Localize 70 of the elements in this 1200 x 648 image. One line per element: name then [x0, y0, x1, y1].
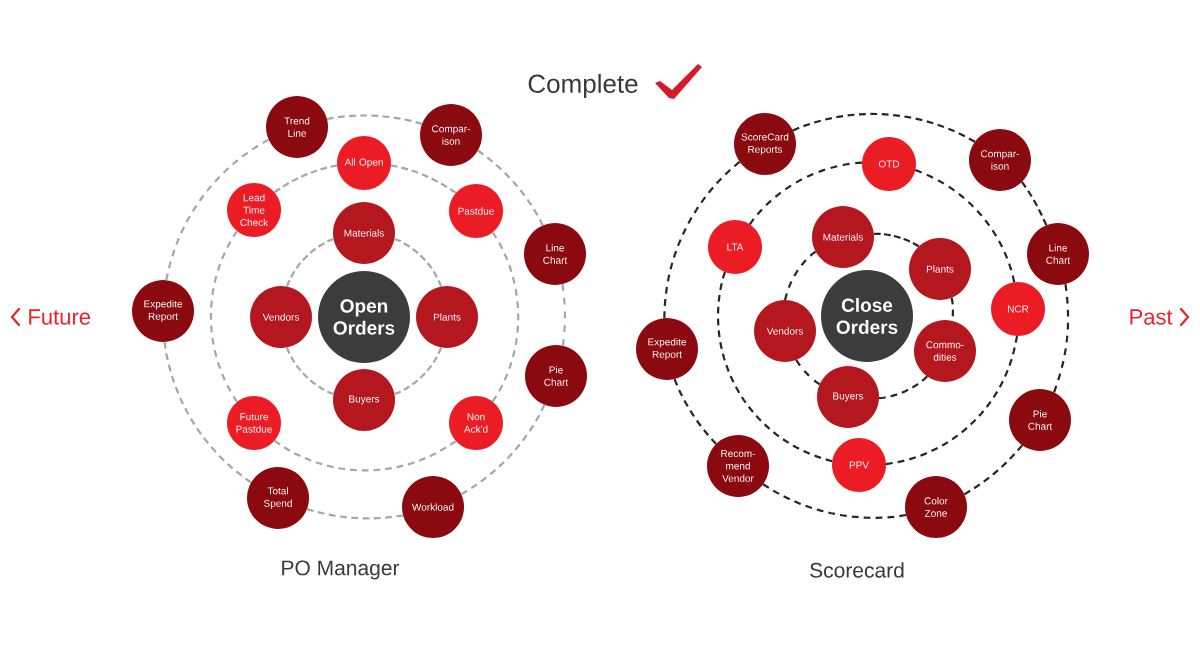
circle-node: Line Chart: [1027, 223, 1089, 285]
circle-node: PPV: [832, 438, 886, 492]
circle-node: Non Ack'd: [449, 396, 503, 450]
title: Complete: [528, 73, 638, 99]
circle-node: LTA: [708, 220, 762, 274]
circle-node: Trend Line: [266, 96, 328, 158]
dashed-arc: [561, 283, 567, 346]
circle-node: Line Chart: [524, 223, 586, 285]
circle-node: Compar- ison: [420, 104, 482, 166]
circle-node: Pastdue: [449, 184, 503, 238]
circle-node: NCR: [991, 282, 1045, 336]
dashed-arc: [1021, 181, 1048, 226]
dashed-arc: [716, 271, 833, 463]
dashed-arc: [273, 164, 338, 194]
dashed-arc: [163, 341, 252, 484]
circle-node: Color Zone: [905, 476, 967, 538]
dashed-arc: [873, 232, 920, 248]
dashed-arc: [477, 149, 544, 226]
dashed-arc: [273, 439, 457, 472]
circle-node: Compar- ison: [969, 129, 1031, 191]
dashed-arc: [795, 359, 821, 386]
dashed-arc: [460, 404, 546, 496]
dashed-arc: [209, 230, 238, 403]
circle-node: Pie Chart: [1009, 389, 1071, 451]
circle-node: ScoreCard Reports: [734, 113, 796, 175]
circle-node: Pie Chart: [525, 345, 587, 407]
dashed-arc: [285, 347, 334, 396]
circle-node: Expedite Report: [636, 318, 698, 380]
dashed-arc: [285, 237, 334, 287]
dashed-arc: [491, 231, 520, 403]
circle-node: Commo- dities: [914, 320, 976, 382]
dashed-arc: [306, 508, 404, 520]
circle-node: Open Orders: [318, 271, 410, 363]
dashed-arc: [390, 164, 457, 194]
circle-node: Plants: [416, 286, 478, 348]
circle-node: Materials: [812, 206, 874, 268]
circle-node: Buyers: [817, 366, 879, 428]
circle-node: Workload: [402, 476, 464, 538]
dashed-arc: [165, 138, 270, 281]
dashed-arc: [878, 375, 928, 400]
circle-node: Vendors: [250, 286, 312, 348]
circle-node: Lead Time Check: [227, 183, 281, 237]
dashed-arc: [762, 483, 907, 519]
circle-node: Expedite Report: [132, 280, 194, 342]
dashed-arc: [783, 250, 817, 301]
circle-node: Buyers: [333, 369, 395, 431]
dashed-arc: [326, 114, 423, 125]
circle-node: All Open: [337, 136, 391, 190]
circle-node: Total Spend: [247, 467, 309, 529]
circle-node: Vendors: [754, 300, 816, 362]
circle-node: Recom- mend Vendor: [707, 435, 769, 497]
dashed-arc: [663, 160, 741, 319]
circle-node: OTD: [862, 137, 916, 191]
dashed-arc: [673, 378, 717, 445]
dashed-arc: [963, 444, 1024, 496]
dashed-arc: [792, 112, 976, 143]
circle-node: Materials: [333, 202, 395, 264]
label: Future: [29, 309, 90, 325]
circle-node: Future Pastdue: [227, 396, 281, 450]
dashed-arc: [1053, 283, 1070, 393]
dashed-arc: [914, 169, 1016, 283]
dashed-arc: [885, 335, 1019, 466]
label: Past: [1130, 309, 1173, 325]
circle-node: Close Orders: [821, 270, 913, 362]
circle-node: Plants: [909, 238, 971, 300]
dashed-arc: [748, 161, 863, 225]
dashed-arc: [394, 237, 443, 287]
label: PO Manager: [282, 560, 400, 580]
label: Scorecard: [810, 562, 904, 578]
dashed-arc: [394, 347, 443, 396]
